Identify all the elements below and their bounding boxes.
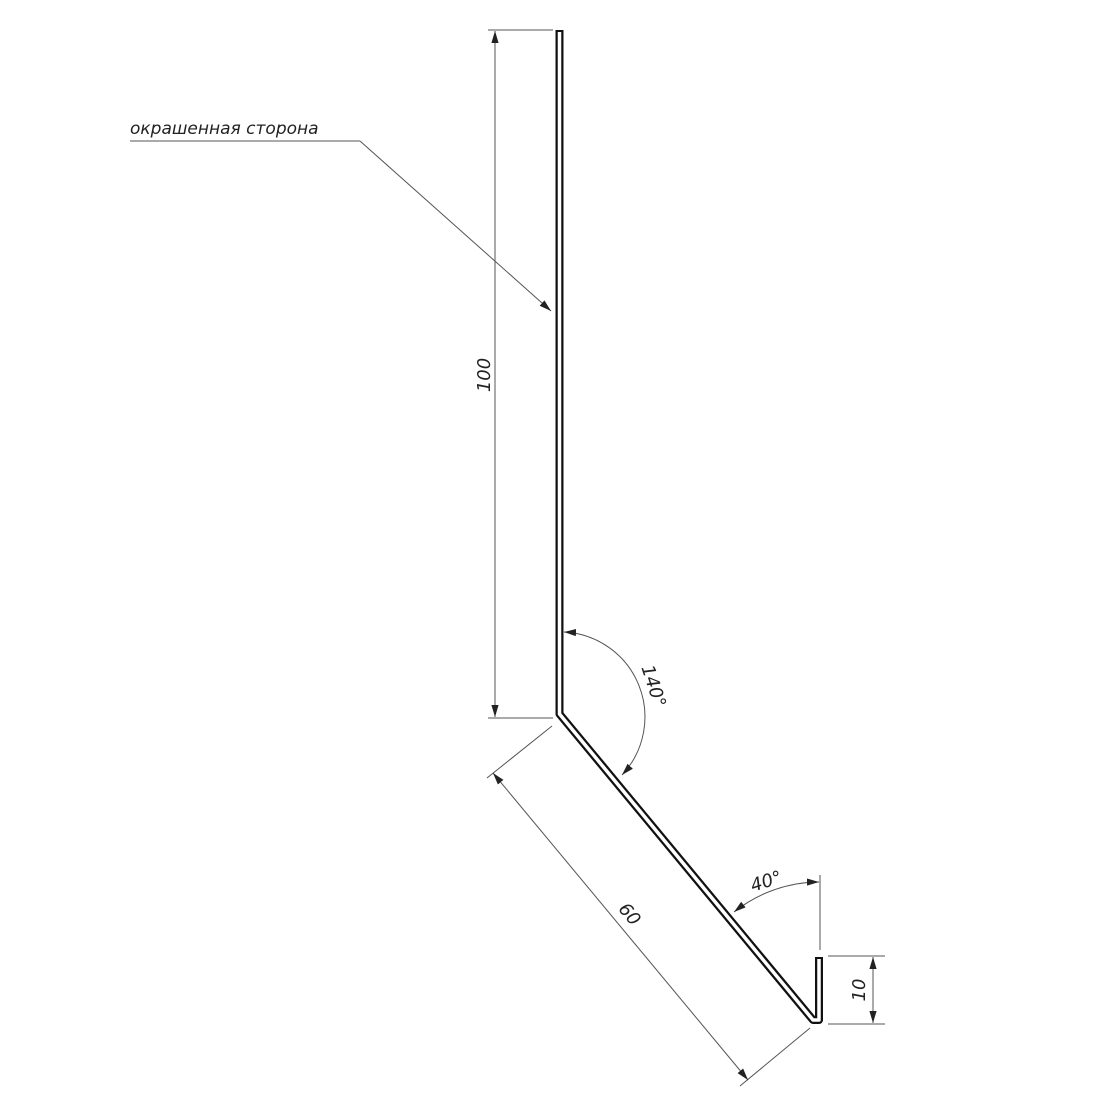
painted-side-callout: окрашенная сторона [130,119,552,312]
angle-140-label: 140° [637,662,670,710]
dimension-10: 10 [828,955,885,1025]
angle-40-label: 40° [748,867,785,897]
dimension-60-label: 60 [614,899,645,930]
painted-side-label: окрашенная сторона [130,119,319,139]
dimension-100-label: 100 [474,358,495,392]
dimension-100: 100 [474,29,553,719]
sheet-profile [555,30,823,1024]
callout-leader-arrow [359,140,552,312]
dimension-60: 60 [486,725,811,1087]
dimension-10-label: 10 [849,979,870,1002]
angle-140: 140° [563,628,670,776]
